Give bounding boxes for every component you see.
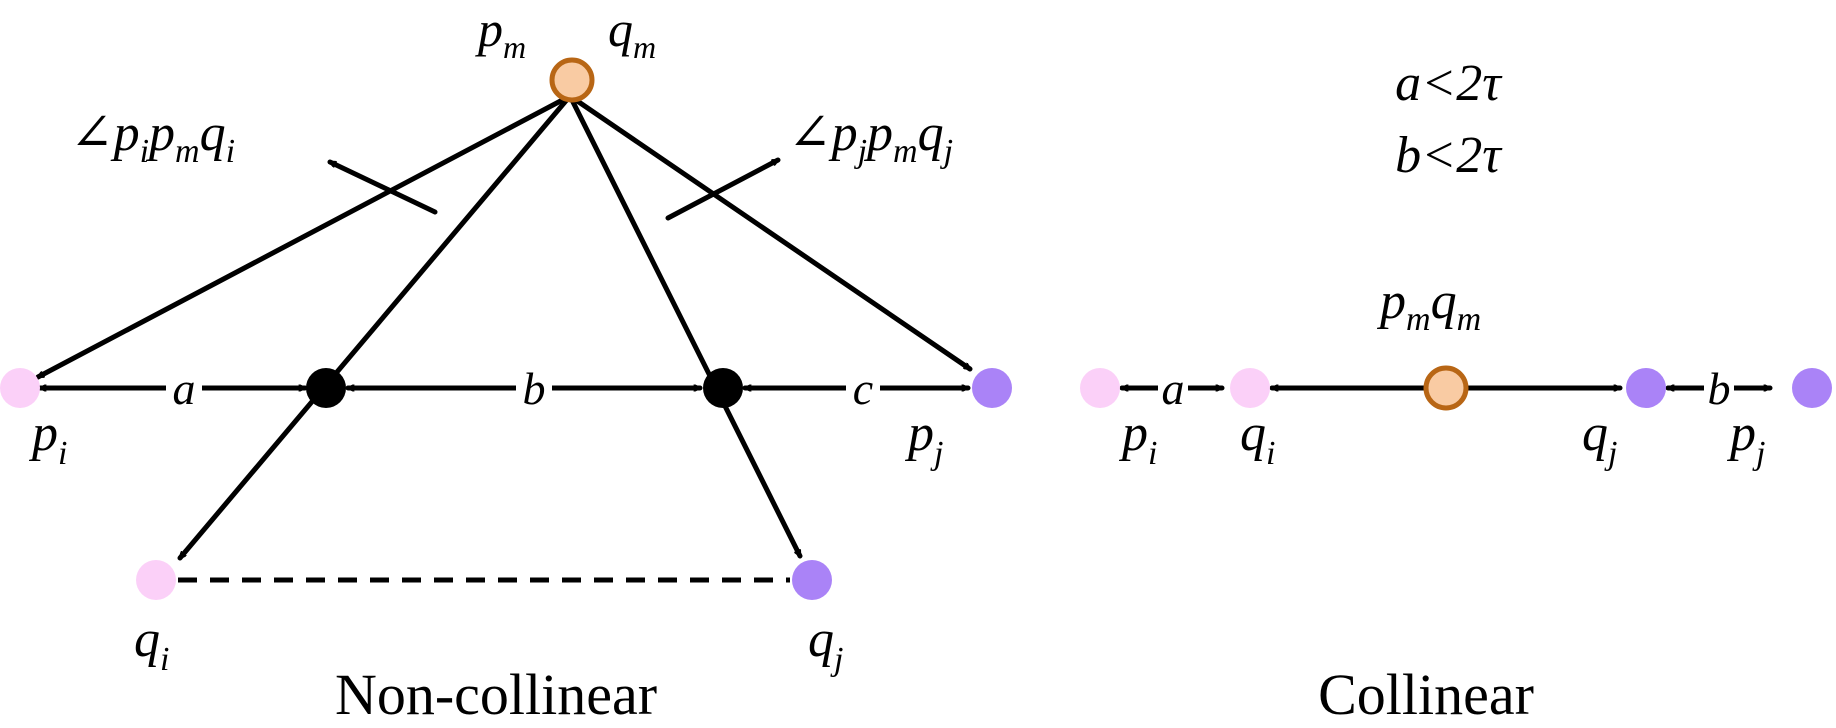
intersection-point-left bbox=[306, 368, 346, 408]
point-pm-qm-collinear bbox=[1423, 365, 1469, 411]
arrow-pm-to-qj bbox=[567, 93, 803, 559]
intersection-point-right bbox=[703, 368, 743, 408]
label-a-collinear-bg bbox=[1158, 366, 1188, 410]
label-b-bg bbox=[516, 365, 552, 411]
arrow-pm-to-pj bbox=[567, 93, 973, 372]
point-qj bbox=[792, 560, 832, 600]
arrow-pm-to-qi bbox=[177, 93, 573, 561]
label-qi: qi bbox=[134, 611, 169, 678]
angle-right-pointer bbox=[665, 157, 781, 221]
label-angle-pj-pm-qj: ∠pjpmqj bbox=[788, 105, 953, 170]
label-b-collinear: b bbox=[1708, 363, 1731, 414]
angle-left-pointer bbox=[327, 159, 438, 215]
point-pi bbox=[0, 368, 40, 408]
point-pj-collinear bbox=[1792, 368, 1832, 408]
noncollinear-diagram: a b c pm qm pi pj qi qj ∠pipmqi ∠pjpmqj … bbox=[0, 1, 1012, 727]
label-pj: pj bbox=[904, 405, 943, 472]
label-c-bg bbox=[846, 365, 880, 411]
label-qi-collinear: qi bbox=[1240, 405, 1275, 472]
caption-noncollinear: Non-collinear bbox=[335, 662, 657, 727]
label-a-collinear: a bbox=[1162, 363, 1185, 414]
label-b-collinear-bg bbox=[1704, 366, 1734, 410]
label-a: a bbox=[173, 363, 196, 414]
point-qi-collinear bbox=[1230, 368, 1270, 408]
label-angle-pi-pm-qi: ∠pipmqi bbox=[70, 105, 235, 170]
label-c: c bbox=[853, 363, 873, 414]
label-pj-collinear: pj bbox=[1726, 405, 1765, 472]
label-b: b bbox=[523, 363, 546, 414]
label-pi-collinear: pi bbox=[1118, 405, 1157, 472]
label-pm: pm bbox=[475, 1, 526, 65]
arrow-pm-to-pi bbox=[35, 93, 573, 380]
point-pj bbox=[972, 368, 1012, 408]
point-pi-collinear bbox=[1080, 368, 1120, 408]
label-pm-qm-collinear: pmqm bbox=[1376, 273, 1481, 338]
condition-b: b<2τ bbox=[1395, 127, 1503, 184]
condition-a: a<2τ bbox=[1395, 55, 1503, 112]
point-qi bbox=[136, 560, 176, 600]
point-pm-qm bbox=[549, 57, 595, 103]
label-qj-collinear: qj bbox=[1582, 405, 1617, 472]
label-qm: qm bbox=[608, 1, 656, 65]
point-qj-collinear bbox=[1626, 368, 1666, 408]
label-pi: pi bbox=[28, 405, 67, 472]
collinear-diagram: a b pmqm pi qi qj pj a<2τ b<2τ Collinear bbox=[1080, 55, 1832, 727]
label-a-bg bbox=[166, 365, 202, 411]
label-qj: qj bbox=[808, 611, 843, 678]
caption-collinear: Collinear bbox=[1318, 662, 1534, 727]
